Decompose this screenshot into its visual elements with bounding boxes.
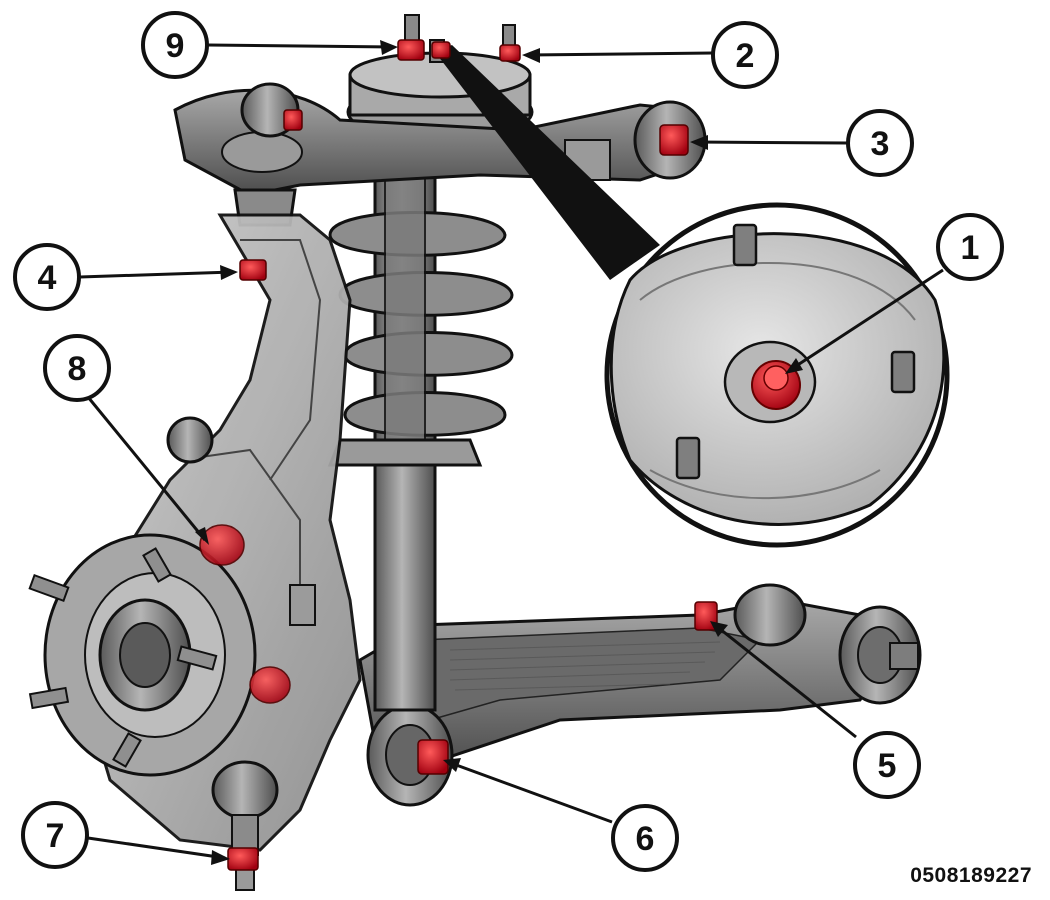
svg-text:3: 3 <box>871 125 890 163</box>
callout-1: 1 <box>936 213 1004 281</box>
svg-text:9: 9 <box>166 27 185 65</box>
svg-text:5: 5 <box>878 747 897 785</box>
svg-text:2: 2 <box>736 37 755 75</box>
callout-6: 6 <box>611 804 679 872</box>
svg-text:8: 8 <box>68 350 87 388</box>
callout-8: 8 <box>43 334 111 402</box>
callout-9: 9 <box>141 11 209 79</box>
callout-7: 7 <box>21 801 89 869</box>
callout-4: 4 <box>13 243 81 311</box>
lower-control-arm <box>358 583 922 807</box>
callout-3: 3 <box>846 109 914 177</box>
wheel-hub <box>28 533 257 777</box>
svg-text:7: 7 <box>46 817 65 855</box>
detail-inset <box>435 45 950 548</box>
callout-2: 2 <box>711 21 779 89</box>
leader-arrowheads <box>195 40 803 865</box>
highlighted-fasteners <box>199 39 718 871</box>
svg-text:1: 1 <box>961 229 980 267</box>
figure-id: 0508189227 <box>910 864 1032 887</box>
svg-text:6: 6 <box>636 820 655 858</box>
callout-5: 5 <box>853 731 921 799</box>
strut-assembly <box>327 14 534 712</box>
svg-text:4: 4 <box>38 259 57 297</box>
leader-lines <box>79 43 944 860</box>
